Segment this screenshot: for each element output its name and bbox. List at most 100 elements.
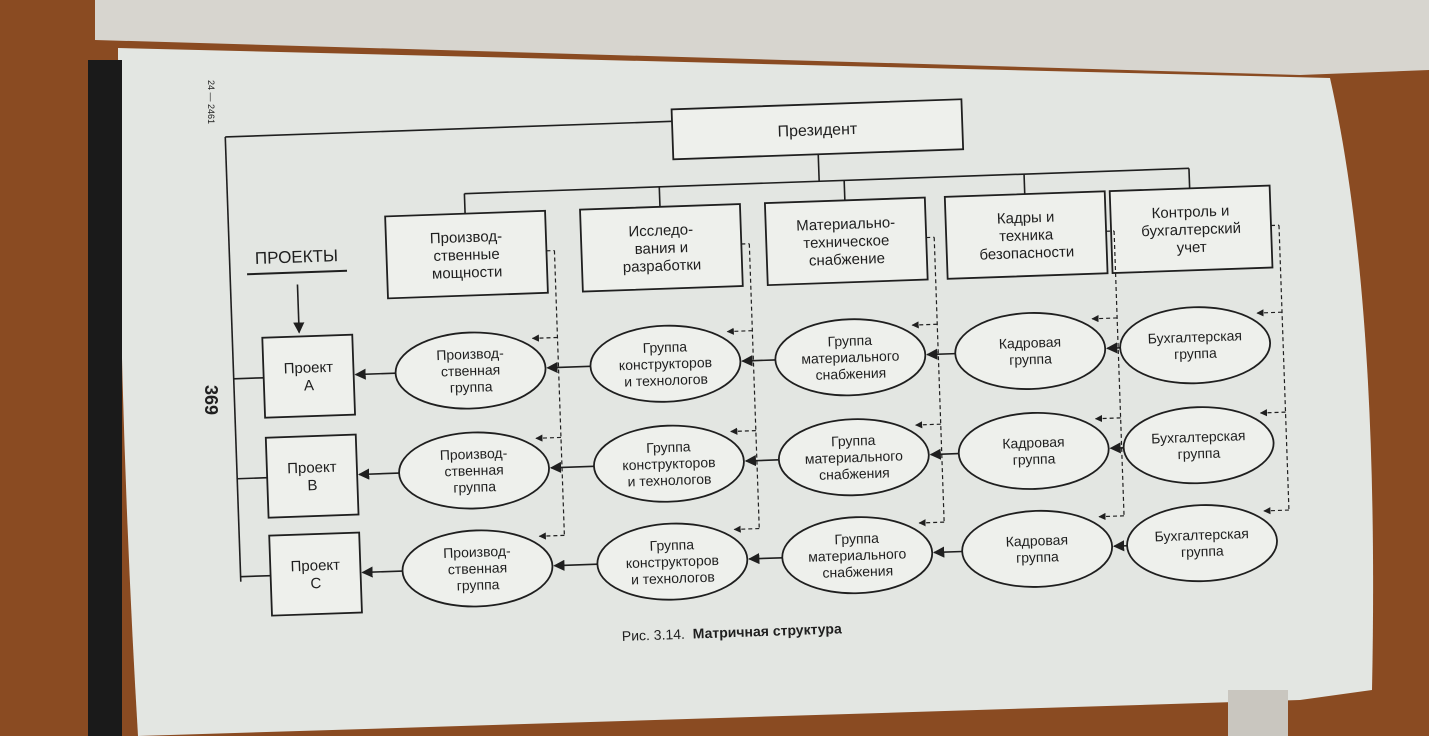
group-chain-arrow — [933, 546, 963, 558]
project-label: ПроектВ — [287, 459, 338, 495]
functional-group-ellipse — [954, 312, 1107, 390]
department-bus-line — [464, 167, 1189, 195]
functional-group-label: Кадроваягруппа — [1005, 531, 1068, 566]
functional-group-label: Производ-ственнаягруппа — [436, 345, 505, 396]
diagram-content: ПрезидентПроизвод-ственныемощностиИсслед… — [224, 98, 1290, 617]
functional-group-label-line: конструкторов — [619, 354, 713, 373]
group-chain-arrow — [549, 461, 595, 474]
department-box — [384, 209, 549, 300]
functional-group-ellipse — [957, 411, 1110, 490]
caption-title: Матричная структура — [692, 620, 842, 641]
functional-group-label-line: группа — [453, 478, 496, 495]
functional-group-label: Кадроваягруппа — [999, 334, 1062, 369]
functional-group-ellipse — [774, 318, 927, 397]
functional-group-label-line: Группа — [834, 530, 879, 548]
book-spine-shadow — [88, 60, 122, 736]
functional-group-label-line: снабжения — [815, 364, 886, 382]
functional-group-ellipse — [593, 424, 745, 503]
functional-group-label-line: Группа — [827, 332, 872, 350]
group-chain-arrow — [354, 368, 396, 380]
projects-header-arrow — [293, 284, 305, 334]
functional-group-label-line: конструкторов — [626, 552, 720, 571]
department-box — [943, 190, 1109, 280]
functional-group-label-line: группа — [1012, 450, 1055, 467]
functional-group-label-line: Группа — [642, 338, 687, 356]
functional-group-label-line: Производ- — [436, 345, 504, 363]
functional-group-label-line: группа — [456, 576, 499, 593]
department-label-line: техника — [999, 226, 1054, 245]
project-connector-line — [233, 376, 264, 380]
functional-group-label-line: снабжения — [822, 562, 893, 580]
project-label-line: Проект — [290, 557, 340, 576]
project-box — [261, 333, 356, 419]
department-connector-line — [463, 193, 466, 214]
functional-group-label-line: и технологов — [624, 371, 708, 390]
functional-group-label-line: материального — [808, 545, 907, 564]
group-chain-arrow — [741, 355, 776, 367]
functional-group-label-line: Группа — [646, 438, 691, 456]
functional-group-label-line: Производ- — [439, 445, 507, 463]
functional-group-ellipse — [398, 431, 550, 510]
functional-group-label-line: группа — [1177, 445, 1220, 462]
department-label-line: Кадры и — [997, 209, 1055, 228]
project-label-line: С — [310, 575, 322, 592]
functional-group-label: Группаконструкторови технологов — [618, 338, 713, 390]
projects-header: ПРОЕКТЫ — [255, 246, 339, 268]
president-label: Президент — [777, 121, 858, 141]
functional-group-ellipse — [596, 522, 749, 601]
department-label-line: безопасности — [979, 243, 1074, 263]
functional-group-label-line: конструкторов — [622, 454, 716, 473]
functional-group-ellipse — [961, 509, 1114, 588]
functional-group-label-line: группа — [450, 378, 493, 395]
dashed-responsibility-line — [748, 243, 760, 529]
functional-group-label: Бухгалтерскаягруппа — [1151, 427, 1246, 463]
functional-group-label-line: материального — [805, 447, 904, 466]
dashed-responsibility-line — [553, 250, 565, 536]
group-chain-arrow — [361, 566, 403, 578]
functional-group-label: Бухгалтерскаягруппа — [1147, 327, 1242, 363]
project-label-line: Проект — [283, 359, 333, 378]
functional-group-label: Бухгалтерскаягруппа — [1154, 525, 1249, 561]
group-chain-arrow — [358, 468, 400, 480]
project-box — [264, 433, 360, 519]
functional-group-label-line: группа — [1016, 548, 1059, 565]
dashed-responsibility-line — [1113, 230, 1125, 516]
department-label-line: вания и — [634, 239, 688, 258]
functional-group-ellipse — [394, 331, 547, 410]
functional-group-label-line: Кадровая — [1005, 531, 1068, 549]
functional-group-label-line: Группа — [831, 432, 876, 450]
functional-group-label-line: снабжения — [819, 464, 890, 482]
group-chain-arrow — [553, 559, 598, 571]
previous-page — [95, 0, 1429, 75]
functional-group-label-line: ственная — [441, 361, 501, 379]
figure-caption: Рис. 3.14. Матричная структура — [622, 620, 843, 644]
functional-group-label-line: ственная — [448, 559, 508, 577]
department-connector-line — [658, 186, 661, 207]
functional-group-label-line: Бухгалтерская — [1154, 525, 1249, 544]
department-label-line: Производ- — [430, 228, 503, 248]
functional-group-label-line: и технологов — [631, 569, 715, 588]
department-box — [763, 196, 929, 287]
functional-group-label-line: группа — [1181, 543, 1224, 560]
project-label: ПроектС — [290, 557, 341, 593]
functional-group-label-line: материального — [801, 347, 900, 366]
department-connector-line — [843, 180, 846, 201]
president-connector-line — [817, 154, 820, 182]
department-connector-line — [1188, 168, 1191, 189]
department-label-line: техническое — [803, 232, 889, 252]
project-label: ПроектА — [283, 359, 334, 395]
group-chain-arrow — [744, 455, 779, 467]
department-label-line: разработки — [623, 256, 702, 276]
page-number: 369 — [201, 385, 221, 415]
functional-group-ellipse — [1126, 504, 1278, 583]
functional-group-label-line: Кадровая — [1002, 434, 1065, 452]
president-left-line — [225, 120, 673, 138]
functional-group-label: Производ-ственнаягруппа — [439, 445, 508, 496]
department-label-line: снабжение — [809, 250, 885, 270]
department-label-line: бухгалтерский — [1141, 220, 1241, 240]
group-chain-arrow — [748, 552, 783, 565]
functional-group-ellipse — [589, 324, 742, 403]
department-label-line: Материально- — [796, 214, 896, 234]
functional-group-label: Группаматериальногоснабжения — [800, 331, 900, 383]
